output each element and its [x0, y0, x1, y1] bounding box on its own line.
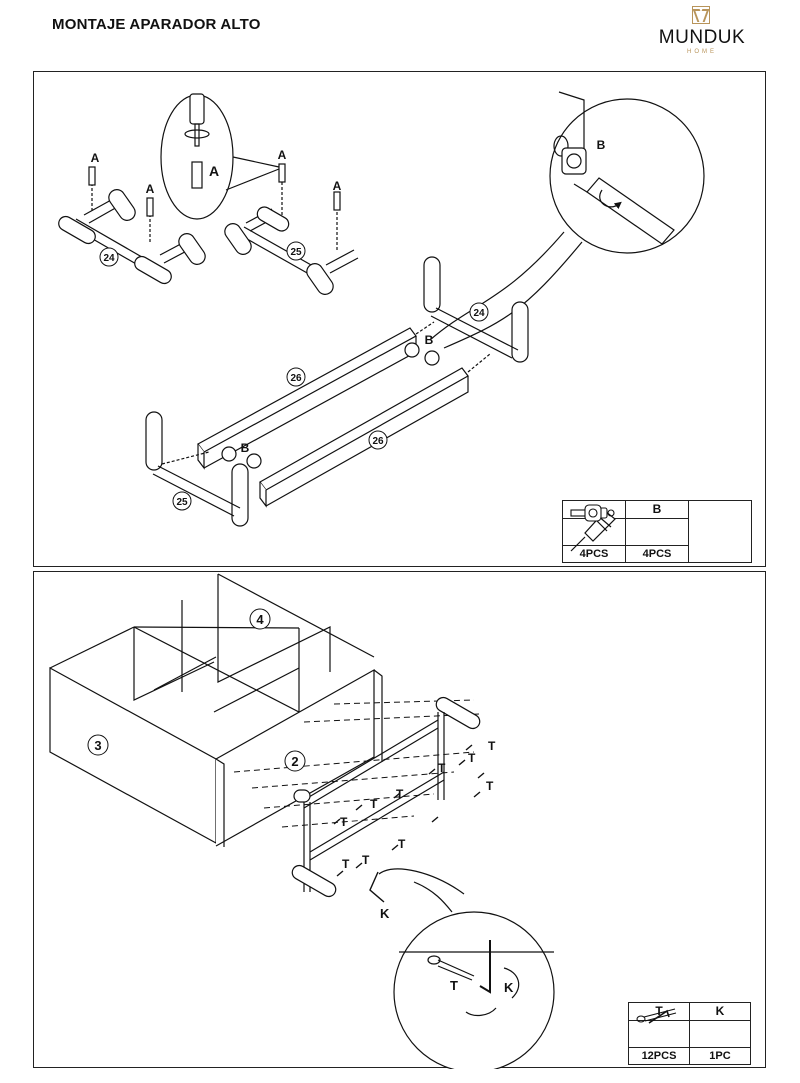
zoom-detail-bolt [160, 93, 280, 220]
cabinet-drawing [49, 573, 383, 847]
frame-24-drawing [58, 183, 206, 285]
zoom-detail-screw [378, 868, 555, 1069]
label-24b: 24 [473, 308, 485, 319]
label-3: 3 [94, 738, 101, 753]
step-2-parts-table: T K 12PCS 1PC [628, 1002, 751, 1065]
label-t3: T [486, 779, 494, 793]
part-t-qty: 12PCS [628, 1047, 690, 1065]
allen-key-drawing [369, 871, 385, 903]
label-t5: T [396, 787, 404, 801]
step-1-parts-table: A B [562, 500, 752, 563]
label-t8: T [398, 837, 406, 851]
step-2-panel: 4 3 2 T T T T T T T T T T T K K T K [33, 571, 766, 1069]
frame-25-drawing [224, 177, 359, 295]
screws-t [333, 744, 485, 877]
label-t4: T [438, 761, 446, 775]
label-t1: T [488, 739, 496, 753]
part-k-qty: 1PC [689, 1047, 751, 1065]
brand-logo: MUNDUK HOME [650, 6, 754, 56]
label-t6: T [370, 797, 378, 811]
brand-sub: HOME [687, 49, 717, 55]
label-b-zoom: B [597, 138, 606, 152]
step-1-illustration: 24 25 24 26 26 25 A A A A A B B B [58, 91, 705, 527]
part-k-letter: K [689, 1002, 751, 1021]
step-1-labels: 24 25 24 26 26 25 A A A A A B B B [91, 138, 606, 511]
label-t10: T [362, 853, 370, 867]
part-b-letter: B [625, 500, 689, 519]
label-a3: A [278, 148, 287, 162]
label-26b: 26 [372, 436, 384, 447]
metal-frame-drawing [291, 696, 481, 898]
label-24a: 24 [103, 253, 115, 264]
step-2-labels: 4 3 2 T T T T T T T T T T T K K [87, 608, 514, 995]
part-b-pic [583, 503, 689, 546]
label-a-zoom: A [209, 163, 219, 179]
step-1-panel: 24 25 24 26 26 25 A A A A A B B B A B [33, 71, 766, 567]
label-25b: 25 [176, 497, 188, 508]
logo-mark-icon [692, 6, 710, 24]
part-b-qty: 4PCS [625, 545, 689, 563]
cam-lock-icon [583, 503, 602, 522]
part-t-pic [628, 1007, 690, 1048]
label-a1: A [91, 151, 100, 165]
tool-cell [570, 500, 752, 563]
part-k-pic [648, 1009, 751, 1048]
allen-key-icon [648, 1009, 670, 1024]
page-title: MONTAJE APARADOR ALTO [52, 16, 261, 33]
label-k: K [380, 906, 390, 921]
label-4: 4 [256, 612, 264, 627]
step-2-illustration: 4 3 2 T T T T T T T T T T T K K [49, 573, 555, 1069]
label-t7: T [340, 815, 348, 829]
label-b1: B [425, 333, 434, 347]
label-t-zoom: T [450, 978, 458, 993]
label-a2: A [146, 182, 155, 196]
part-a-qty: 4PCS [562, 545, 626, 563]
label-k-zoom: K [504, 980, 514, 995]
label-b2: B [241, 441, 250, 455]
main-frame-assembly [145, 256, 529, 527]
zoom-detail-cam-lock [429, 91, 705, 349]
brand-name: MUNDUK [658, 27, 746, 48]
screw-icon [635, 1007, 676, 1023]
label-2: 2 [291, 754, 298, 769]
label-a4: A [333, 179, 342, 193]
label-25a: 25 [290, 247, 302, 258]
label-t9: T [342, 857, 350, 871]
cam-bolts-a [88, 163, 341, 217]
label-t2: T [468, 751, 476, 765]
label-26a: 26 [290, 373, 302, 384]
